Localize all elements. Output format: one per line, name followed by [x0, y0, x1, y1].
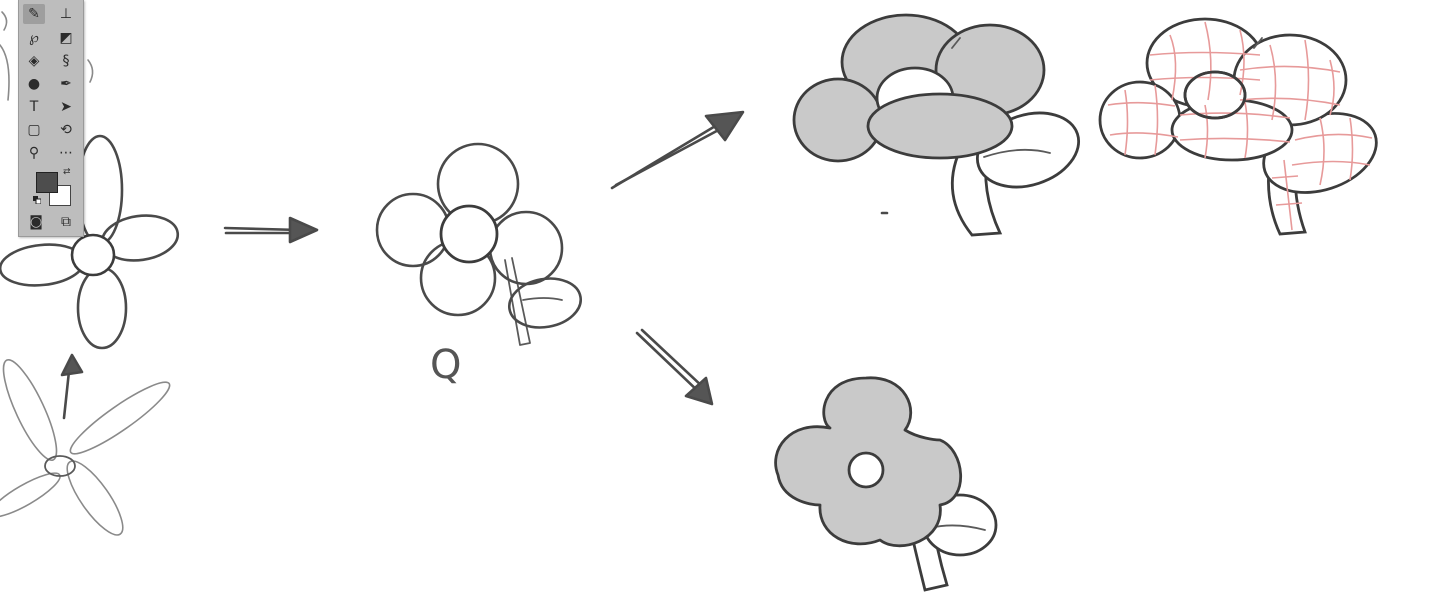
- partial-sketch-top-left: [0, 11, 94, 101]
- sketch-letter-q: Q: [430, 342, 461, 388]
- quick-mask-mode-icon[interactable]: ◙: [29, 214, 43, 230]
- pen-tool-icon[interactable]: ✒: [60, 76, 72, 92]
- sketch-arrow-up-right: [610, 110, 745, 190]
- foreground-color-swatch[interactable]: [36, 172, 58, 193]
- rectangle-tool-icon[interactable]: ▢: [27, 122, 41, 138]
- path-selection-tool-icon[interactable]: ➤: [60, 99, 72, 115]
- sketch-gridded-flower: [1098, 17, 1378, 236]
- dodge-tool-icon[interactable]: ●: [27, 76, 41, 92]
- eraser-tool-icon[interactable]: ◩: [59, 30, 73, 46]
- stamp-tool-icon[interactable]: ⊥: [59, 6, 73, 22]
- sketch-arrow-up: [60, 353, 84, 420]
- sketch-arrow-right: [223, 216, 319, 244]
- toolbox-panel[interactable]: ✎ ⊥ ℘ ◩ ◈ § ● ✒ T ➤ ▢ ⟲ ⚲ ⋯ ⇄ ◙ ⧉: [18, 0, 84, 237]
- sketch-arrow-down-right: [635, 328, 714, 406]
- more-tools-icon[interactable]: ⋯: [59, 145, 73, 161]
- type-tool-icon[interactable]: T: [29, 99, 39, 115]
- history-brush-tool-icon[interactable]: ℘: [29, 30, 39, 46]
- swap-colors-icon[interactable]: ⇄: [63, 167, 71, 177]
- zoom-tool-icon[interactable]: ⚲: [28, 145, 40, 161]
- rotate-view-tool-icon[interactable]: ⟲: [60, 122, 72, 138]
- brush-tool-icon[interactable]: ✎: [23, 4, 45, 24]
- sketch-filled-flower-top: [792, 13, 1081, 237]
- sketch-light-flower: [0, 359, 171, 536]
- sketch-outline-flower: [375, 142, 582, 346]
- sketch-filled-flower-bottom: [774, 376, 998, 592]
- screen-mode-icon[interactable]: ⧉: [61, 214, 71, 230]
- sketch-four-petal-flower: [0, 134, 180, 350]
- default-colors-icon[interactable]: [33, 196, 41, 204]
- smudge-tool-icon[interactable]: §: [62, 53, 70, 69]
- paint-bucket-tool-icon[interactable]: ◈: [28, 53, 40, 69]
